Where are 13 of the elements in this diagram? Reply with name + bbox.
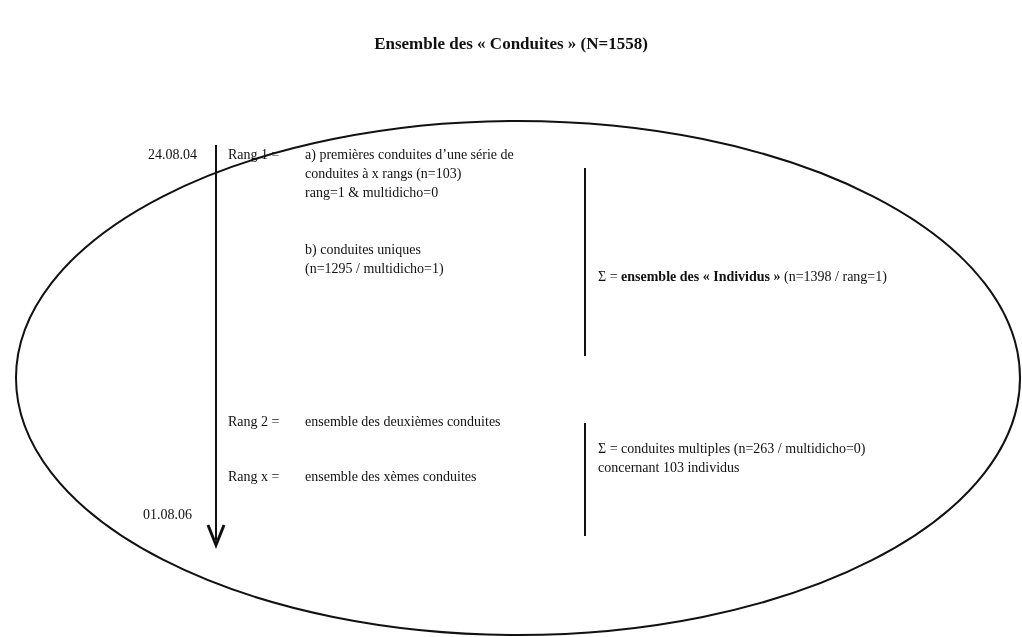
sum-text: Σ = ensemble des « Individus » (n=1398 / rang=1)	[598, 268, 887, 286]
condition-text: rang=1 & multidicho=0	[305, 184, 439, 202]
rank-description: ensemble des xèmes conduites	[305, 468, 477, 486]
rank-description: ensemble des deuxièmes conduites	[305, 413, 501, 431]
date-label: 01.08.06	[143, 506, 192, 524]
rank-description: a) premières conduites d’une série de conduites à x rangs (n=103)	[305, 146, 515, 183]
rank-label: Rang 2 =	[228, 413, 280, 431]
sum-text: concernant 103 individus	[598, 459, 740, 477]
sum-text: Σ = conduites multiples (n=263 / multidicho=0)	[598, 440, 866, 458]
rank-description: b) conduites uniques (n=1295 / multidicho=1)	[305, 241, 445, 278]
diagram-title: Ensemble des « Conduites » (N=1558)	[373, 34, 649, 54]
date-label: 24.08.04	[148, 146, 197, 164]
rank-label: Rang x =	[228, 468, 280, 486]
